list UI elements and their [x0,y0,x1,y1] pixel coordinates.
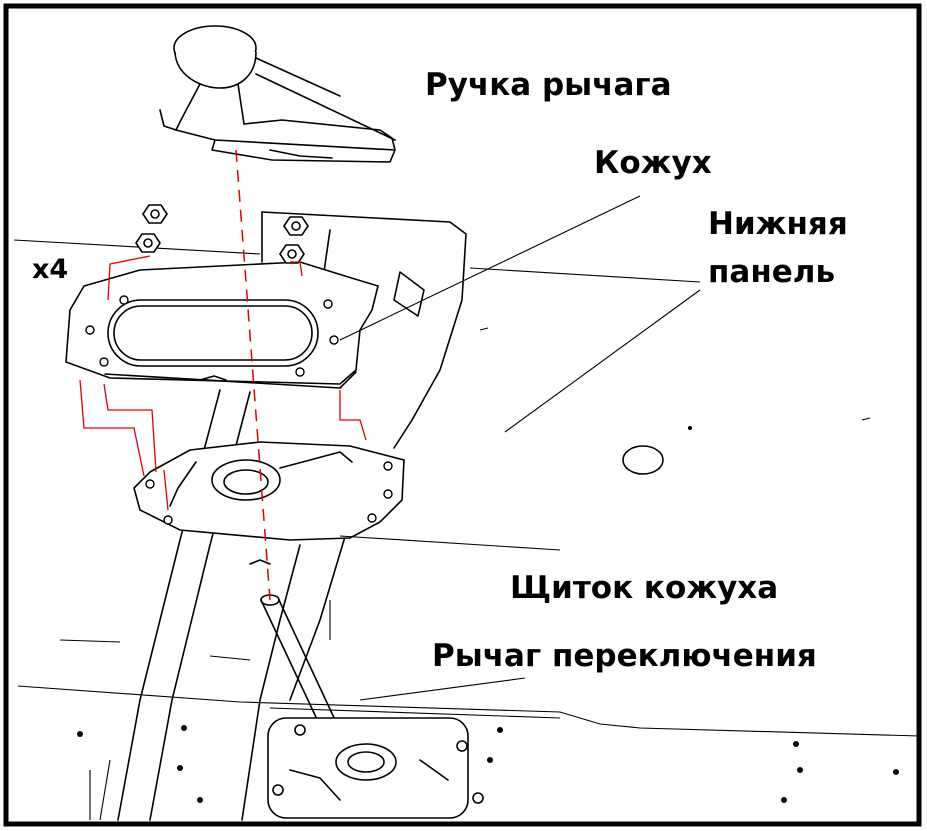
shift-lever [260,594,484,819]
label-quantity: x4 [32,254,68,285]
lower-panel-outline [261,211,467,449]
diagram-frame [3,3,922,827]
label-boot: Кожух [594,145,712,181]
floor-panel [13,239,921,821]
boot-plate [65,261,379,389]
label-shift-lever: Рычаг переключения [432,638,817,674]
assembly-guides [79,149,367,601]
boot-shield [133,441,405,565]
label-lower-panel-line2: панель [708,254,835,290]
label-boot-shield: Щиток кожуха [510,570,778,606]
label-lower-panel-line1: Нижняя [708,206,848,242]
lever-knob [159,25,396,163]
label-lever-knob: Ручка рычага [425,67,672,103]
leader-lines [339,195,641,701]
nuts [135,204,309,264]
bolt-dots [77,426,899,803]
